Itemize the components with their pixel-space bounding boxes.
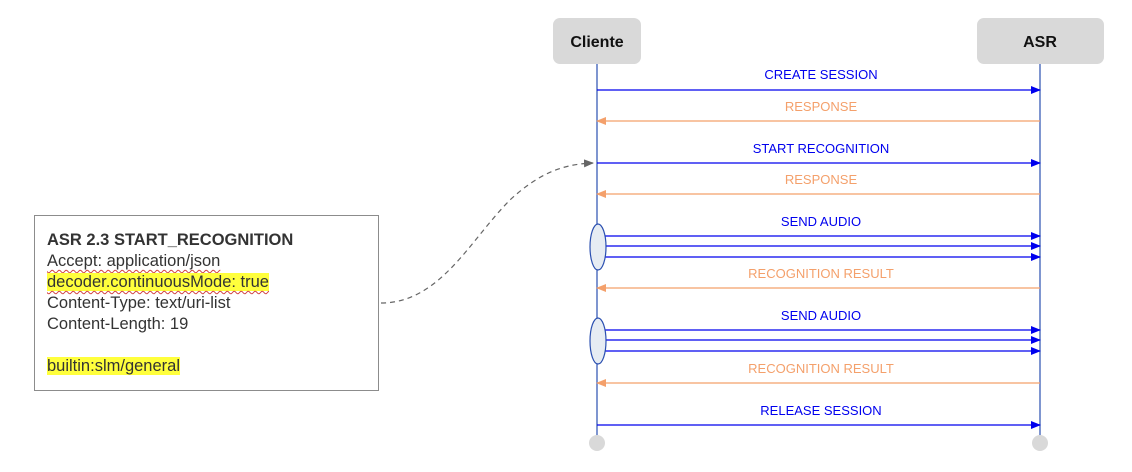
message-label: RELEASE SESSION [760, 403, 881, 418]
request-note: ASR 2.3 START_RECOGNITION Accept: applic… [34, 215, 379, 391]
message-label: CREATE SESSION [764, 67, 877, 82]
message-send-audio: SEND AUDIO [589, 308, 1041, 365]
message-create-session: CREATE SESSION [597, 67, 1041, 94]
message-response: RESPONSE [596, 99, 1040, 125]
message-label: SEND AUDIO [781, 214, 861, 229]
stream-group-marker [589, 223, 607, 271]
message-send-audio: SEND AUDIO [589, 214, 1041, 271]
note-decoder-text: decoder.continuousMode: true [47, 273, 269, 291]
message-recognition-result: RECOGNITION RESULT [596, 361, 1040, 387]
note-body-text: builtin:slm/general [47, 357, 180, 375]
note-content-length-header: Content-Length: 19 [47, 315, 189, 333]
message-label: SEND AUDIO [781, 308, 861, 323]
note-spacer [47, 335, 366, 356]
stream-group-marker [589, 317, 607, 365]
note-decoder-header: decoder.continuousMode: true [47, 272, 366, 293]
server-participant-label: ASR [1023, 34, 1057, 51]
message-start-recognition: START RECOGNITION [597, 141, 1041, 167]
message-response: RESPONSE [596, 172, 1040, 198]
client-participant: Cliente [553, 18, 641, 64]
client-lifeline-end [589, 435, 605, 451]
message-label: RECOGNITION RESULT [748, 361, 894, 376]
message-label: START RECOGNITION [753, 141, 890, 156]
client-participant-label: Cliente [570, 34, 623, 51]
note-content-type-header: Content-Type: text/uri-list [47, 294, 231, 312]
note-accept-header: Accept: application/json [47, 251, 366, 272]
message-label: RESPONSE [785, 99, 858, 114]
message-label: RECOGNITION RESULT [748, 266, 894, 281]
note-body-line: builtin:slm/general [47, 356, 366, 377]
server-lifeline-end [1032, 435, 1048, 451]
note-connector [380, 159, 594, 304]
message-recognition-result: RECOGNITION RESULT [596, 266, 1040, 292]
message-label: RESPONSE [785, 172, 858, 187]
server-participant: ASR [977, 18, 1104, 64]
note-accept-text: Accept: application/json [47, 252, 221, 270]
note-title: ASR 2.3 START_RECOGNITION [47, 231, 294, 249]
message-release-session: RELEASE SESSION [597, 403, 1041, 429]
